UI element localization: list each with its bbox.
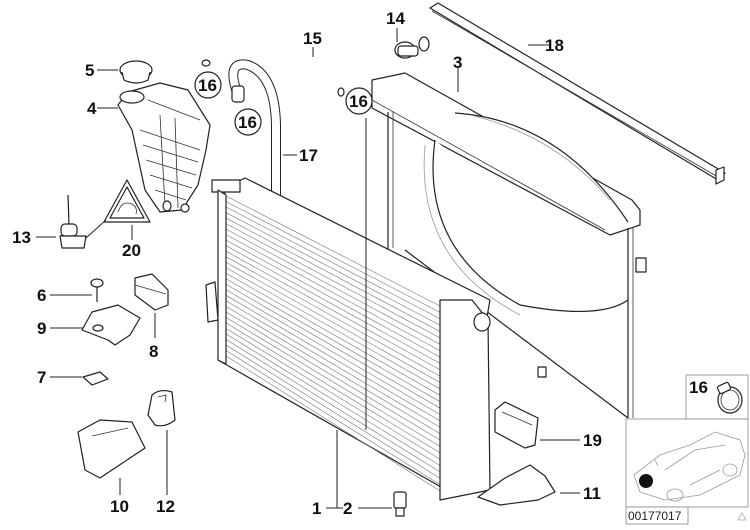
callout-9: 9 — [37, 319, 46, 338]
level-sensor-part — [59, 194, 107, 249]
inset-clamp-box: 16 — [685, 374, 749, 420]
radiator-fin — [225, 328, 441, 460]
radiator-fin — [225, 311, 441, 441]
radiator-fin — [225, 272, 441, 396]
location-marker-icon — [639, 474, 653, 488]
callout-11: 11 — [583, 484, 601, 503]
radiator-fin — [225, 195, 441, 307]
radiator-fin — [225, 317, 441, 447]
radiator-fin — [225, 234, 441, 351]
drain-plug-part — [393, 491, 407, 517]
callout-labels: 5 4 13 20 6 9 8 7 10 12 15 17 14 3 18 1 … — [12, 9, 602, 518]
radiator-fin — [225, 322, 441, 453]
radiator-fin — [225, 239, 441, 358]
radiator-fin — [225, 350, 441, 485]
radiator-fin — [225, 339, 441, 473]
reference-code: 00177017 — [628, 509, 682, 523]
fan-shroud-part — [371, 72, 647, 419]
callout-16-b: 16 — [238, 113, 257, 132]
radiator-fin — [225, 201, 441, 313]
callout-12: 12 — [156, 497, 175, 516]
radiator-part — [205, 177, 491, 501]
callout-5: 5 — [85, 61, 94, 80]
callout-16-a: 16 — [198, 76, 217, 95]
screw-part — [90, 278, 104, 302]
car-outline-icon — [633, 431, 746, 502]
radiator-fin — [225, 245, 441, 364]
radiator-fin — [225, 223, 441, 339]
rubber-bushing-part — [147, 389, 176, 427]
radiator-fin — [225, 278, 441, 402]
callout-14: 14 — [386, 9, 405, 28]
callout-20: 20 — [122, 241, 141, 260]
radiator-fin — [225, 295, 441, 422]
radiator-fin — [225, 284, 441, 409]
radiator-fin — [225, 206, 441, 320]
lower-mount-bracket-11-part — [477, 464, 556, 506]
callout-8: 8 — [149, 342, 158, 361]
radiator-fin — [225, 289, 441, 415]
warning-label-part — [103, 179, 151, 223]
hose-17-part — [228, 59, 281, 200]
callout-19: 19 — [583, 431, 602, 450]
radiator-fin — [225, 267, 441, 390]
callout-6: 6 — [37, 286, 46, 305]
bracket-9-part — [81, 304, 141, 346]
radiator-fin — [225, 344, 441, 479]
hose-clamp-icon — [716, 381, 743, 414]
expansion-tank-cap-part — [119, 60, 153, 84]
radiator-fin — [225, 228, 441, 345]
rubber-mount-part — [134, 273, 169, 311]
callout-16-c: 16 — [349, 92, 368, 111]
callout-13: 13 — [12, 228, 31, 247]
radiator-fin — [225, 256, 441, 377]
radiator-fin — [225, 300, 441, 428]
inset-car-locator — [625, 418, 749, 508]
expansion-tank-part — [117, 82, 211, 213]
callout-3: 3 — [453, 53, 462, 72]
leader-lines — [36, 28, 580, 509]
callout-15: 15 — [303, 29, 322, 48]
expanding-rivet-part — [394, 36, 430, 59]
clamp-callouts: 16 16 16 — [194, 71, 373, 136]
inset-callout-16: 16 — [689, 378, 708, 397]
lower-mount-bracket-part — [77, 419, 146, 479]
reference-code-box: 00177017 — [625, 506, 747, 525]
radiator-fin — [225, 250, 441, 371]
callout-1: 1 — [312, 499, 321, 518]
radiator-fin — [225, 212, 441, 326]
radiator-fin — [225, 306, 441, 434]
radiator-fin — [225, 261, 441, 383]
radiator-fin — [225, 217, 441, 332]
callout-4: 4 — [87, 99, 97, 118]
seal-strip-part — [429, 2, 726, 185]
callout-7: 7 — [37, 368, 46, 387]
mount-bracket-19-part — [494, 401, 539, 449]
radiator-fin — [225, 355, 441, 492]
callout-18: 18 — [545, 36, 564, 55]
triangle-marker-icon — [737, 512, 747, 521]
radiator-fin — [225, 333, 441, 466]
hose-15-part — [200, 24, 345, 97]
callout-2: 2 — [343, 499, 352, 518]
clip-nut-part — [82, 371, 109, 386]
callout-10: 10 — [110, 497, 129, 516]
callout-17: 17 — [299, 146, 318, 165]
